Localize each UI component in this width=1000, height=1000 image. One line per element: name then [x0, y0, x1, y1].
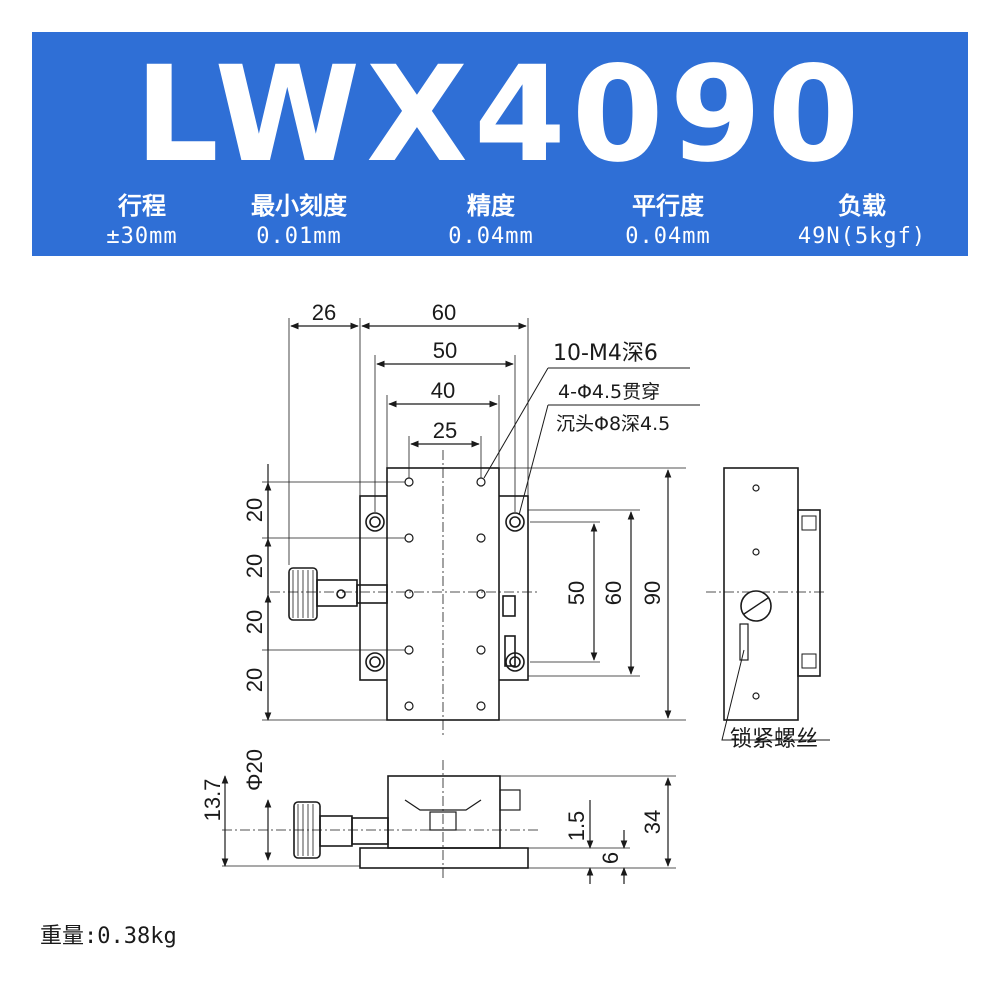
- spec-value: 0.04mm: [625, 224, 711, 249]
- dim-60-right: 60: [601, 581, 626, 605]
- dim-20-a: 20: [242, 498, 267, 522]
- spec-min-scale: 最小刻度 0.01mm: [209, 190, 389, 252]
- top-dimensions: [288, 318, 529, 565]
- lock-screw-top: [502, 595, 516, 617]
- dim-50-right: 50: [564, 581, 589, 605]
- spec-label: 行程: [118, 192, 166, 220]
- spec-travel: 行程 ±30mm: [52, 190, 232, 252]
- dim-20-d: 20: [242, 668, 267, 692]
- side-base: [797, 509, 821, 677]
- model-title: LWX4090: [134, 38, 866, 192]
- dim-50-top: 50: [433, 338, 457, 363]
- dim-20-c: 20: [242, 610, 267, 634]
- spec-label: 负载: [838, 192, 886, 220]
- spec-value: 0.01mm: [256, 224, 342, 249]
- spec-label: 平行度: [632, 192, 704, 220]
- spec-value: ±30mm: [106, 224, 178, 249]
- callout-counterbore: 沉头Φ8深4.5: [556, 413, 670, 435]
- dim-60-top: 60: [432, 300, 456, 325]
- dim-40-top: 40: [431, 378, 455, 403]
- front-base: [359, 847, 529, 869]
- spec-banner: LWX4090 行程 ±30mm 最小刻度 0.01mm 精度 0.04mm 平…: [32, 32, 968, 256]
- callout-leaders: [483, 367, 700, 516]
- spec-accuracy: 精度 0.04mm: [401, 190, 581, 252]
- callout-through-holes: 4-Φ4.5贯穿: [558, 381, 660, 403]
- dim-25-top: 25: [433, 418, 457, 443]
- dim-34: 34: [640, 810, 665, 834]
- right-dimensions: [499, 467, 686, 721]
- left-dimensions: [262, 464, 405, 721]
- front-view: [222, 760, 540, 880]
- dim-90-right: 90: [640, 581, 665, 605]
- front-dimensions: [221, 775, 676, 884]
- spec-load: 负载 49N(5kgf): [772, 190, 952, 252]
- dim-6: 6: [598, 852, 623, 864]
- dim-13-7: 13.7: [200, 779, 225, 822]
- weight-label: 重量:0.38kg: [40, 924, 177, 949]
- callout-lock-screw: 锁紧螺丝: [730, 727, 818, 752]
- callout-tapped-holes: 10-M4深6: [553, 341, 658, 366]
- dim-20-b: 20: [242, 554, 267, 578]
- spec-parallelism: 平行度 0.04mm: [578, 190, 758, 252]
- side-view: [706, 467, 830, 741]
- dim-phi20: Φ20: [242, 749, 267, 791]
- spec-value: 0.04mm: [448, 224, 534, 249]
- spec-label: 最小刻度: [251, 192, 347, 220]
- tapped-holes: [404, 477, 486, 711]
- top-view: [270, 450, 540, 735]
- counterbore-holes: [365, 512, 525, 672]
- dim-26: 26: [312, 300, 336, 325]
- spec-value: 49N(5kgf): [797, 224, 927, 249]
- spec-label: 精度: [467, 192, 515, 220]
- dim-1-5: 1.5: [564, 811, 589, 842]
